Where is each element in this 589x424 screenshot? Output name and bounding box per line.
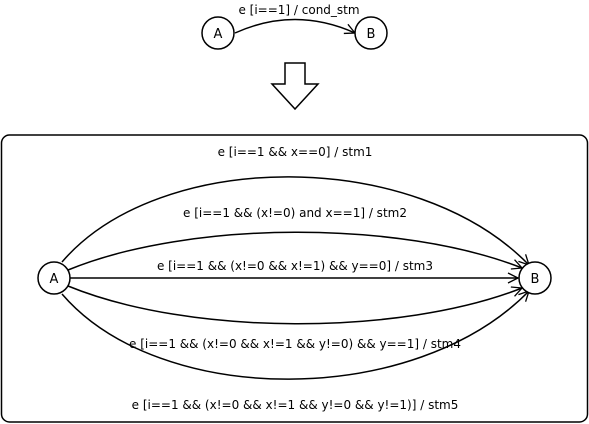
transition-label-stm1: e [i==1 && x==0] / stm1 [218, 145, 373, 159]
top-transition-label: e [i==1] / cond_stm [238, 3, 359, 17]
bottom-state-a[interactable]: A [37, 261, 71, 295]
transition-label-stm5: e [i==1 && (x!=0 && x!=1 && y!=0 && y!=1… [132, 398, 459, 412]
transition-label-stm3: e [i==1 && (x!=0 && x!=1) && y==0] / stm… [157, 259, 433, 273]
top-state-b-label: B [367, 27, 376, 42]
bottom-state-b-label: B [531, 272, 540, 287]
top-state-a-label: A [214, 27, 223, 42]
top-diagram: e [i==1] / cond_stm A B [201, 3, 388, 50]
bottom-state-a-label: A [50, 272, 59, 287]
top-state-b[interactable]: B [354, 16, 388, 50]
transition-edge-stm2 [67, 231, 524, 271]
transition-edge-stm5 [61, 289, 531, 380]
bottom-diagram: e [i==1 && x==0] / stm1 e [i==1 && (x!=0… [37, 145, 552, 412]
top-state-a[interactable]: A [201, 16, 235, 50]
transition-label-stm2: e [i==1 && (x!=0) and x==1] / stm2 [183, 206, 407, 220]
top-transition-edge [234, 18, 357, 35]
bottom-state-b[interactable]: B [518, 261, 552, 295]
transition-label-stm4: e [i==1 && (x!=0 && x!=1 && y!=0) && y==… [129, 337, 461, 351]
transition-edge-stm4 [67, 285, 524, 325]
transition-edge-stm1 [61, 176, 531, 267]
transform-down-arrow [270, 62, 320, 111]
